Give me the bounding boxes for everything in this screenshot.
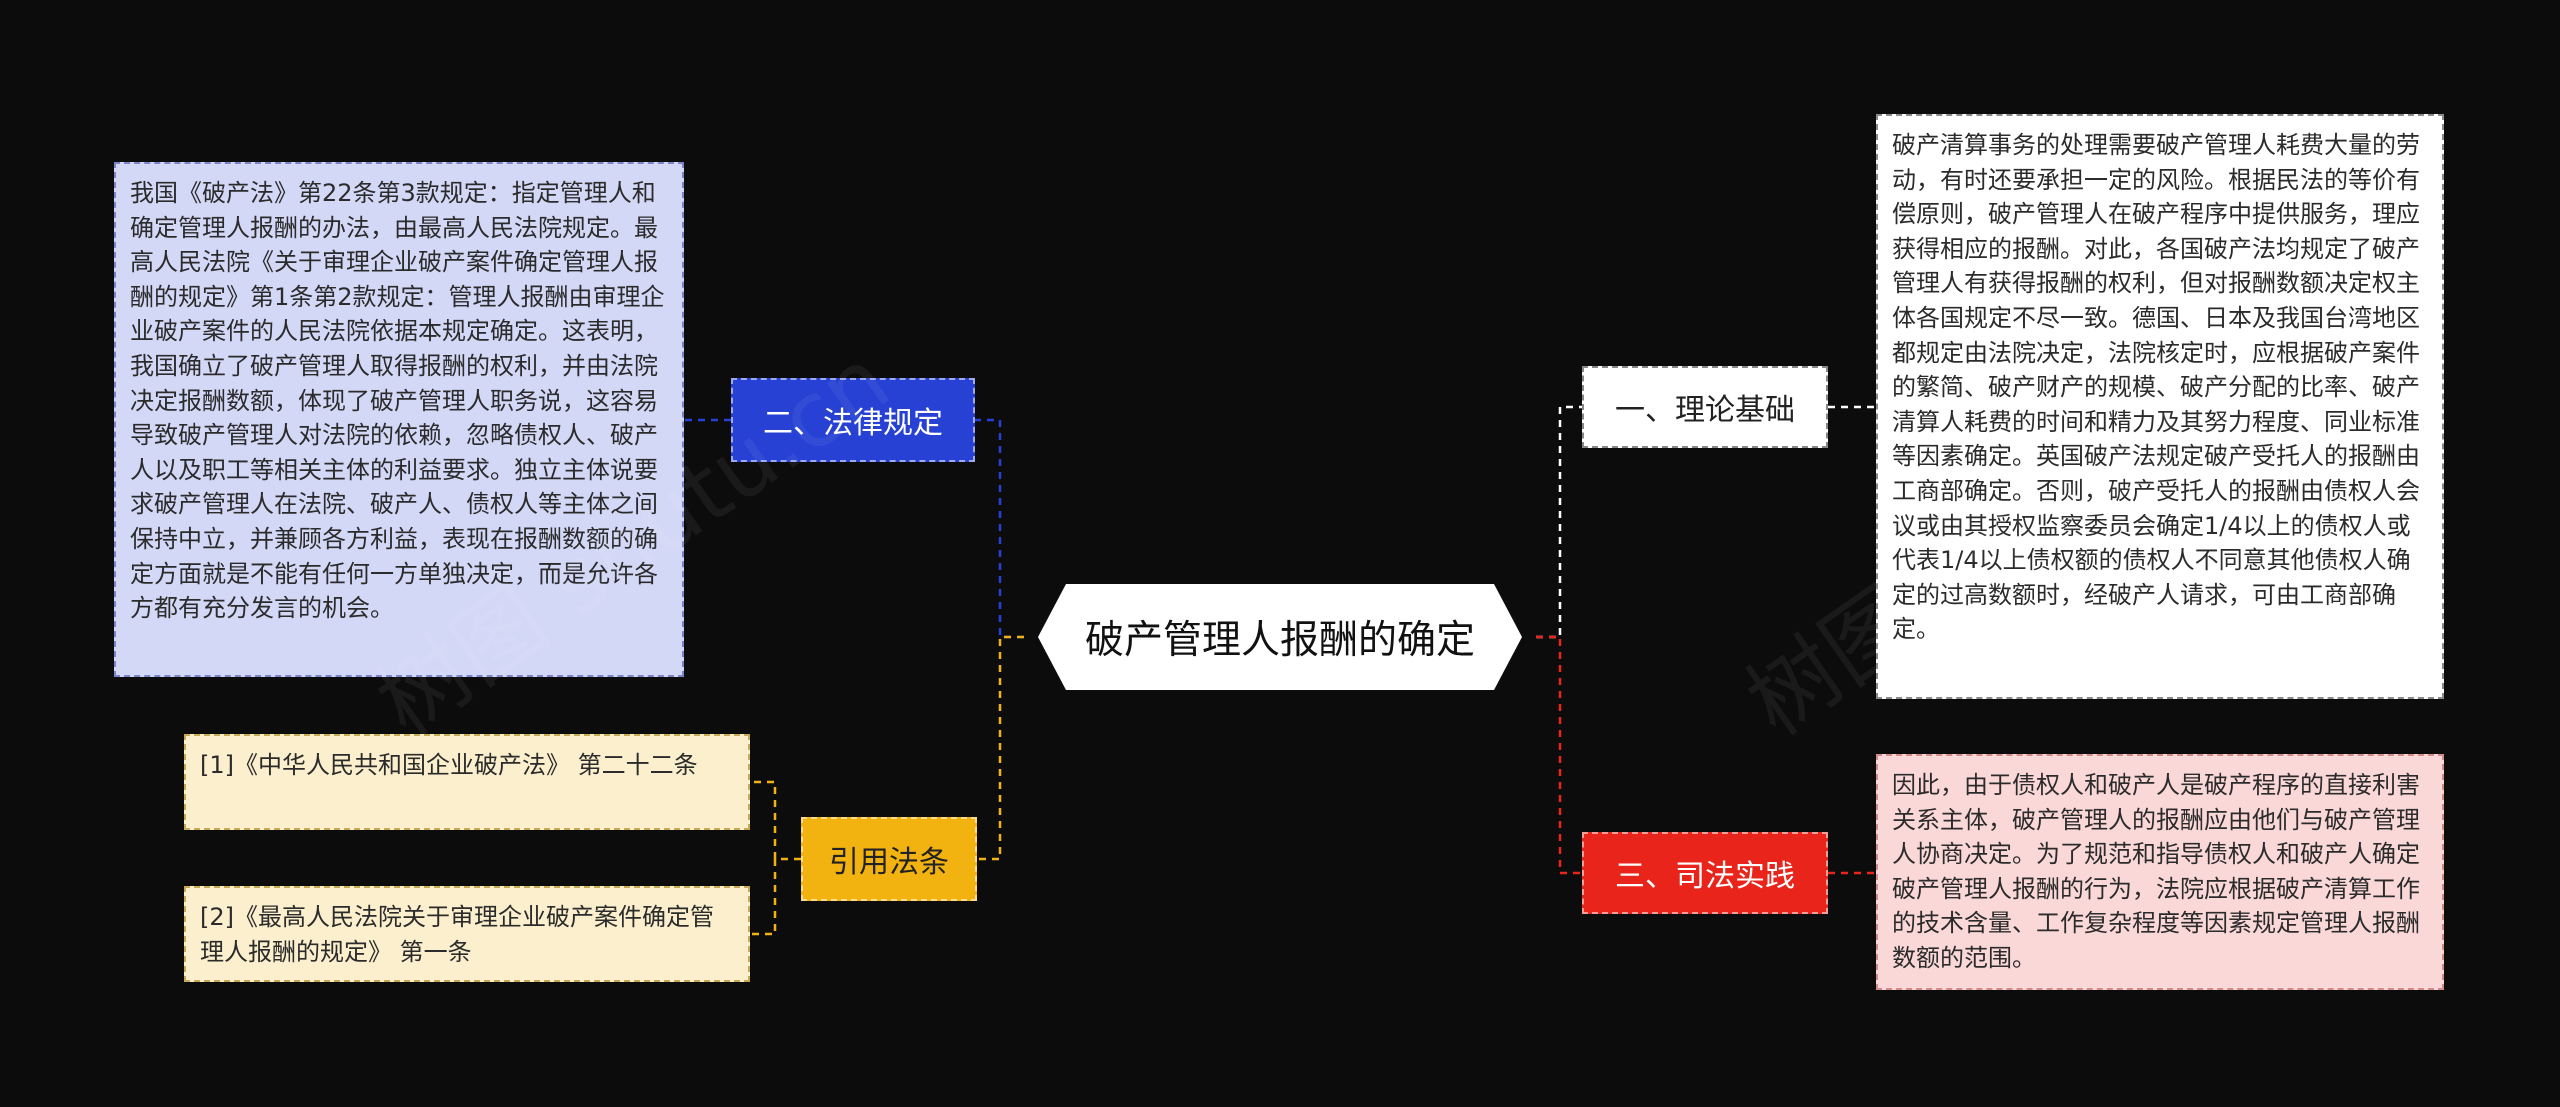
- legal-text: 我国《破产法》第22条第3款规定：指定管理人和确定管理人报酬的办法，由最高人民法…: [130, 179, 665, 623]
- legal-text-box: 我国《破产法》第22条第3款规定：指定管理人和确定管理人报酬的办法，由最高人民法…: [114, 162, 684, 677]
- connector-root-judicial: [1536, 635, 1582, 875]
- branch-legal[interactable]: 二、法律规定: [731, 378, 975, 462]
- branch-judicial[interactable]: 三、司法实践: [1582, 832, 1828, 914]
- connector-root-legal: [975, 418, 1024, 639]
- branch-legal-label: 二、法律规定: [763, 406, 943, 441]
- theory-text: 破产清算事务的处理需要破产管理人耗费大量的劳动，有时还要承担一定的风险。根据民法…: [1892, 131, 2420, 644]
- connector-root-citation: [977, 635, 1024, 861]
- branch-judicial-label: 三、司法实践: [1615, 859, 1795, 894]
- branch-theory[interactable]: 一、理论基础: [1582, 366, 1828, 448]
- citation-item-1-text: [1]《中华人民共和国企业破产法》 第二十二条: [200, 751, 698, 779]
- root-node-label: 破产管理人报酬的确定: [1084, 618, 1475, 663]
- judicial-text: 因此，由于债权人和破产人是破产程序的直接利害关系主体，破产管理人的报酬应由他们与…: [1892, 771, 2420, 972]
- theory-text-box: 破产清算事务的处理需要破产管理人耗费大量的劳动，有时还要承担一定的风险。根据民法…: [1876, 114, 2444, 699]
- citation-item-2-text: [2]《最高人民法院关于审理企业破产案件确定管理人报酬的规定》 第一条: [200, 903, 714, 966]
- branch-citation[interactable]: 引用法条: [801, 817, 977, 901]
- judicial-text-box: 因此，由于债权人和破产人是破产程序的直接利害关系主体，破产管理人的报酬应由他们与…: [1876, 754, 2444, 990]
- branch-citation-label: 引用法条: [829, 845, 949, 880]
- branch-theory-label: 一、理论基础: [1615, 393, 1795, 428]
- root-node[interactable]: 破产管理人报酬的确定: [1024, 582, 1536, 692]
- citation-item-1: [1]《中华人民共和国企业破产法》 第二十二条: [184, 734, 750, 830]
- citation-item-2: [2]《最高人民法院关于审理企业破产案件确定管理人报酬的规定》 第一条: [184, 886, 750, 982]
- root-node-shape: [1038, 584, 1522, 690]
- connector-root-theory: [1536, 405, 1582, 639]
- connector-citation-items: [750, 780, 801, 936]
